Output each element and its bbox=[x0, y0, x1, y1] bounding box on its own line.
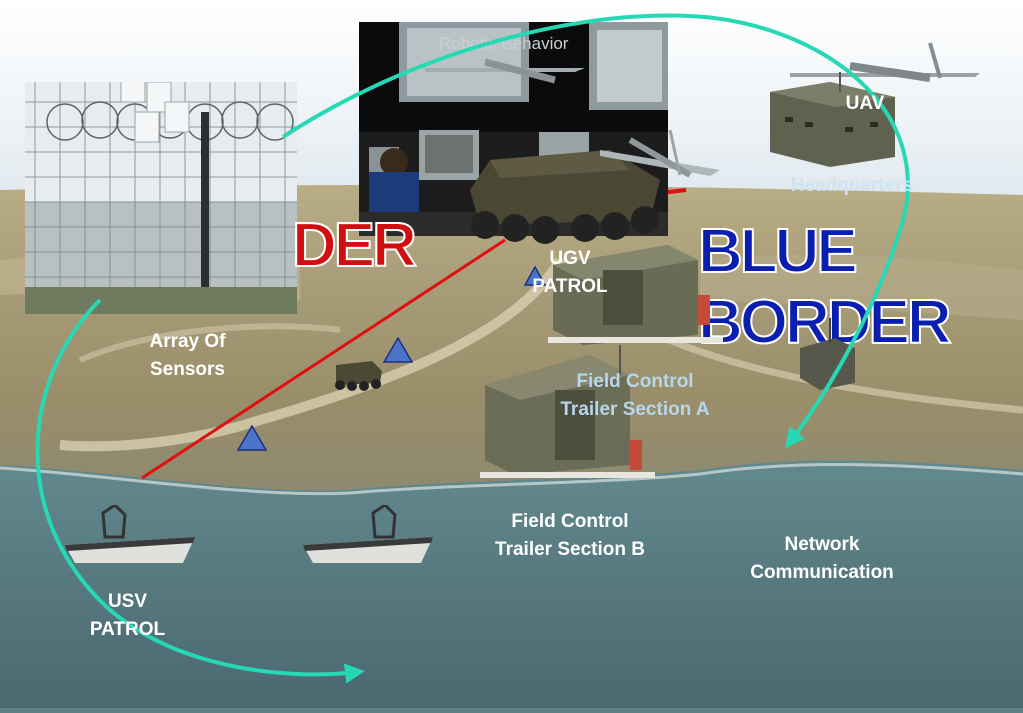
usv-boat-1 bbox=[65, 503, 200, 567]
uav-label: UAV bbox=[845, 93, 885, 114]
usv-boat-2 bbox=[303, 503, 438, 567]
left-border-text: DER bbox=[291, 210, 418, 281]
array-of-sensors-label: Array Of Sensors bbox=[149, 331, 226, 380]
headquarters-label: Headquarters bbox=[790, 175, 914, 196]
usv-patrol-label: USV PATROL bbox=[89, 591, 166, 640]
uav-drone-control-2 bbox=[425, 50, 585, 90]
right-border-text: BLUE BORDER bbox=[697, 216, 953, 358]
ugv-vehicle-small bbox=[332, 357, 384, 392]
uav-drone-control bbox=[600, 129, 730, 190]
network-communication-label: Network Communication bbox=[750, 534, 894, 583]
field-control-b-label: Field Control Trailer Section B bbox=[495, 511, 645, 560]
sensor-marker-1 bbox=[382, 336, 414, 368]
sensor-marker-2 bbox=[236, 424, 268, 456]
headquarters-building bbox=[770, 72, 900, 167]
network-building bbox=[795, 318, 860, 393]
ugv-patrol-label: UGV PATROL bbox=[532, 248, 608, 297]
field-control-a-label: Field Control Trailer Section A bbox=[560, 371, 710, 420]
sensor-fence-photo bbox=[25, 82, 297, 314]
